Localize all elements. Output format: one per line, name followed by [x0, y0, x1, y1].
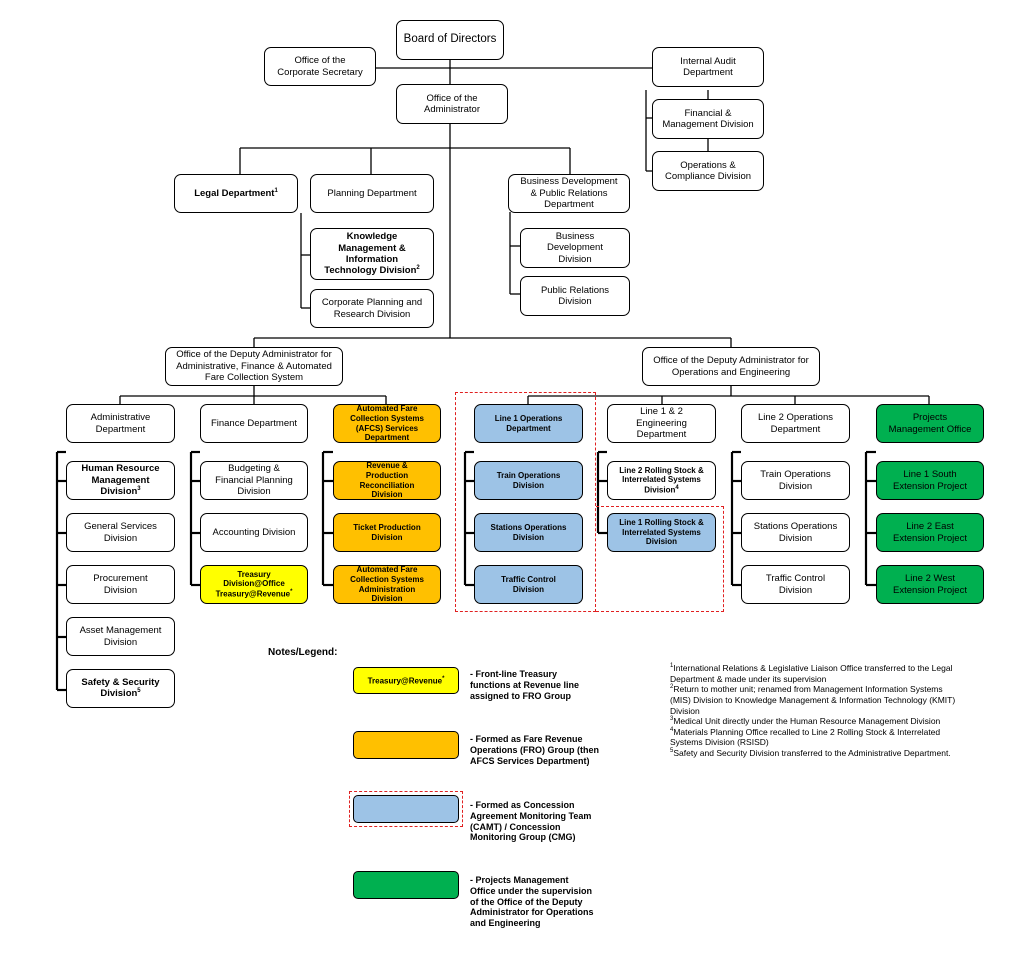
legend-item-pmo: - Projects Management Office under the s… — [470, 875, 594, 929]
legend-title: Notes/Legend: — [268, 647, 338, 658]
line12-engineering-department[interactable]: Line 1 & 2 Engineering Department — [607, 404, 716, 443]
line2-stations-operations-division[interactable]: Stations Operations Division — [741, 513, 850, 552]
line1-operations-department[interactable]: Line 1 Operations Department — [474, 404, 583, 443]
stations-operations-division[interactable]: Stations Operations Division — [474, 513, 583, 552]
hr-management-division[interactable]: Human Resource Management Division3 — [66, 461, 175, 500]
administrative-department[interactable]: Administrative Department — [66, 404, 175, 443]
public-relations-division[interactable]: Public Relations Division — [520, 276, 630, 316]
legend-swatch-green — [353, 871, 459, 899]
kmit-division[interactable]: Knowledge Management & Information Techn… — [310, 228, 434, 280]
business-development-division[interactable]: Business Development Division — [520, 228, 630, 268]
legend-swatch-blue — [353, 795, 459, 823]
afcs-services-department[interactable]: Automated Fare Collection Systems (AFCS)… — [333, 404, 441, 443]
line2-operations-department[interactable]: Line 2 Operations Department — [741, 404, 850, 443]
internal-audit[interactable]: Internal Audit Department — [652, 47, 764, 87]
corporate-planning-division[interactable]: Corporate Planning and Research Division — [310, 289, 434, 328]
legend-swatch-orange — [353, 731, 459, 759]
footnote-1: 1International Relations & Legislative L… — [670, 663, 953, 684]
line1-south-extension[interactable]: Line 1 South Extension Project — [876, 461, 984, 500]
deputy-ops-engineering[interactable]: Office of the Deputy Administrator for O… — [642, 347, 820, 386]
ticket-production-division[interactable]: Ticket Production Division — [333, 513, 441, 552]
safety-security-division[interactable]: Safety & Security Division5 — [66, 669, 175, 708]
legal-department[interactable]: Legal Department1 — [174, 174, 298, 213]
office-of-administrator[interactable]: Office of the Administrator — [396, 84, 508, 124]
general-services-division[interactable]: General Services Division — [66, 513, 175, 552]
footnote-5: 5Safety and Security Division transferre… — [670, 748, 951, 758]
budgeting-division[interactable]: Budgeting & Financial Planning Division — [200, 461, 308, 500]
line2-train-operations-division[interactable]: Train Operations Division — [741, 461, 850, 500]
legend-item-treasury: - Front-line Treasury functions at Reven… — [470, 669, 580, 701]
camt-dashed-outline — [455, 392, 596, 612]
traffic-control-division[interactable]: Traffic Control Division — [474, 565, 583, 604]
treasury-division[interactable]: Treasury Division@Office Treasury@Revenu… — [200, 565, 308, 604]
line1-rolling-stock-division[interactable]: Line 1 Rolling Stock & Interrelated Syst… — [607, 513, 716, 552]
line2-west-extension[interactable]: Line 2 West Extension Project — [876, 565, 984, 604]
revenue-reconciliation-division[interactable]: Revenue & Production Reconciliation Divi… — [333, 461, 441, 500]
financial-management-division[interactable]: Financial & Management Division — [652, 99, 764, 139]
line2-rolling-stock-division[interactable]: Line 2 Rolling Stock & Interrelated Syst… — [607, 461, 716, 500]
legend-item-fro: - Formed as Fare Revenue Operations (FRO… — [470, 734, 599, 766]
asset-management-division[interactable]: Asset Management Division — [66, 617, 175, 656]
deputy-admin-finance-afcs[interactable]: Office of the Deputy Administrator for A… — [165, 347, 343, 386]
legend-swatch-yellow: Treasury@Revenue* — [353, 667, 459, 694]
procurement-division[interactable]: Procurement Division — [66, 565, 175, 604]
legend-item-camt: - Formed as Concession Agreement Monitor… — [470, 800, 592, 843]
train-operations-division[interactable]: Train Operations Division — [474, 461, 583, 500]
corporate-secretary[interactable]: Office of the Corporate Secretary — [264, 47, 376, 86]
finance-department[interactable]: Finance Department — [200, 404, 308, 443]
afcs-administration-division[interactable]: Automated Fare Collection Systems Admini… — [333, 565, 441, 604]
line2-east-extension[interactable]: Line 2 East Extension Project — [876, 513, 984, 552]
operations-compliance-division[interactable]: Operations & Compliance Division — [652, 151, 764, 191]
projects-management-office[interactable]: Projects Management Office — [876, 404, 984, 443]
camt-dashed-outline-right — [596, 506, 724, 612]
line2-traffic-control-division[interactable]: Traffic Control Division — [741, 565, 850, 604]
board-of-directors[interactable]: Board of Directors — [396, 20, 504, 60]
footnote-4: 4Materials Planning Office recalled to L… — [670, 726, 941, 748]
footnote-2: 2Return to mother unit; renamed from Man… — [670, 684, 956, 716]
accounting-division[interactable]: Accounting Division — [200, 513, 308, 552]
legend-swatch-dashed — [349, 791, 463, 827]
planning-department[interactable]: Planning Department — [310, 174, 434, 213]
bizdev-pr-department[interactable]: Business Development & Public Relations … — [508, 174, 630, 213]
footnotes: 1International Relations & Legislative L… — [670, 663, 1000, 759]
footnote-3: 3Medical Unit directly under the Human R… — [670, 716, 941, 727]
